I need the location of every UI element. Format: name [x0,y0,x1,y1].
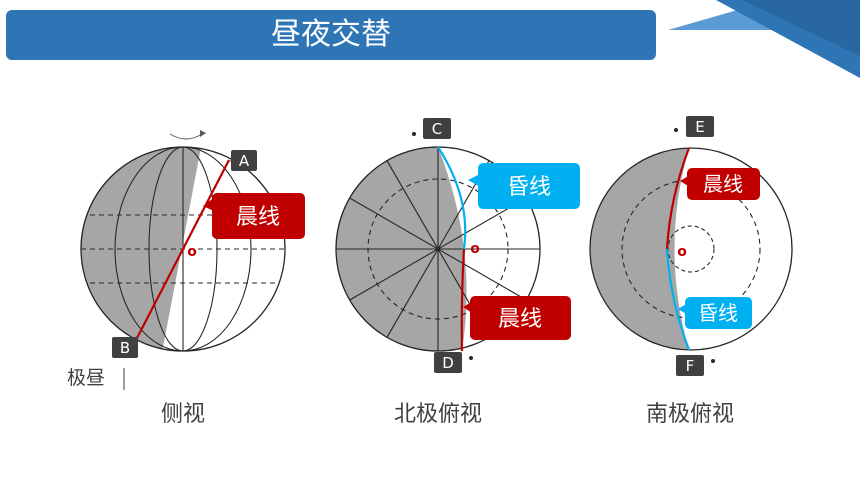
side-view-globe: A B o 晨线 极昼 [67,130,305,390]
rotation-arrow-head [200,130,206,137]
south-view-globe: o E F 晨线 昏线 [589,116,793,376]
north-point-c: C [432,120,442,138]
north-point-d-box [434,352,462,373]
south-dusk-label: 昏线 [698,301,738,325]
north-view-caption: 北极俯视 [393,402,482,427]
north-polar-circle [367,178,509,320]
north-dawn-line [460,248,466,352]
south-dawn-callout [687,168,760,200]
corner-triangle-dark [716,0,860,78]
south-point-e: E [695,118,704,136]
south-inner-circle [667,225,715,273]
south-point-f: F [686,357,695,375]
south-view-caption: 南极俯视 [645,402,734,427]
north-dawn-callout [470,296,571,340]
side-dawn-line [136,159,230,339]
side-point-a-box [231,150,257,171]
north-point-d: D [442,354,454,372]
north-dusk-line [437,146,467,250]
side-point-b-box [112,337,138,358]
south-night-area [590,148,689,350]
corner-triangle-shade [742,0,860,56]
side-meridian [114,147,252,351]
north-view-globe: o C D 昏线 晨线 [335,118,580,373]
side-night-hemisphere [81,147,229,351]
side-globe-outline [80,146,286,352]
south-dusk-callout [685,297,752,329]
rotation-arrow [169,133,203,140]
side-point-b: B [120,339,130,357]
north-center-label: o [470,241,480,257]
south-point-f-box [676,355,704,376]
south-point-e-box [686,116,714,137]
north-dusk-callout [478,163,580,209]
north-dusk-label: 昏线 [507,175,551,200]
title-bar: 昼夜交替 [6,10,656,60]
side-point-a: A [239,152,250,170]
north-dawn-label: 晨线 [498,307,542,332]
south-center-label: o [677,244,687,260]
side-view-caption: 侧视 [160,402,205,427]
side-center-label: o [187,244,197,260]
north-point-c-box [423,118,451,139]
south-dusk-line [665,248,691,351]
south-globe-outline [589,147,793,351]
south-dawn-label: 晨线 [703,172,743,196]
south-dawn-line [665,147,691,250]
polar-day-label: 极昼 [67,367,105,389]
side-dawn-callout [212,193,305,239]
page-title: 昼夜交替 [271,17,391,52]
side-dawn-label: 晨线 [236,205,280,230]
